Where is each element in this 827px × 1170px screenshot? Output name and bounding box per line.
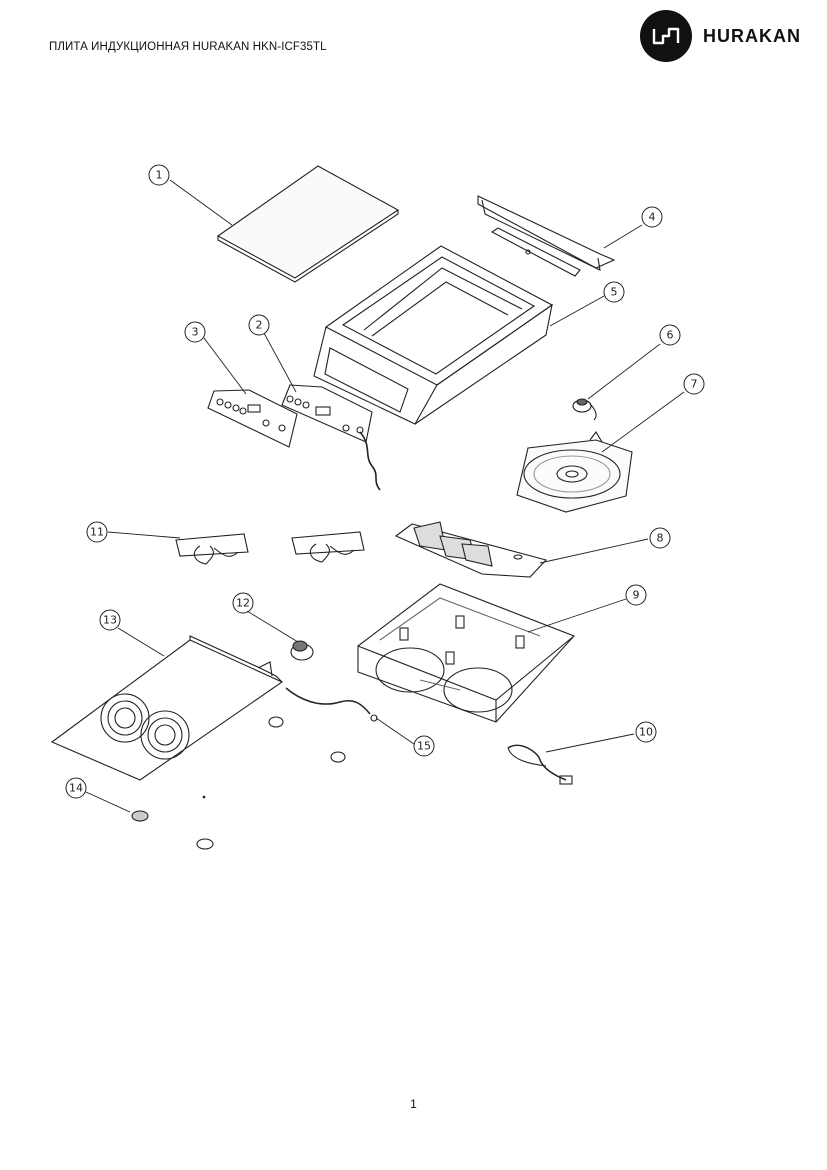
part-heatsink-plate [394, 521, 548, 578]
part-knob [290, 640, 314, 661]
part-glass-plate [216, 165, 400, 283]
part-fan-1 [175, 533, 249, 565]
callout-8: 8 [657, 532, 664, 545]
callout-6: 6 [667, 329, 674, 342]
part-chassis-base [357, 583, 575, 723]
callout-9: 9 [633, 589, 640, 602]
part-fan-2 [291, 531, 365, 563]
part-power-cord [507, 744, 573, 785]
brand-name: HURAKAN [703, 25, 801, 46]
part-feet [131, 716, 346, 850]
callout-14: 14 [69, 782, 83, 795]
callout-1: 1 [156, 169, 163, 182]
callout-13: 13 [103, 614, 117, 627]
hurakan-logo-icon [640, 10, 692, 62]
leader-lines [85, 179, 685, 813]
callout-2: 2 [256, 319, 263, 332]
callout-4: 4 [649, 211, 656, 224]
callout-7: 7 [691, 378, 698, 391]
part-housing [313, 245, 554, 425]
part-induction-coil [516, 431, 633, 513]
callout-12: 12 [236, 597, 250, 610]
page-number: 1 [410, 1097, 417, 1111]
part-control-panel-3 [207, 389, 298, 448]
part-bottom-cover [50, 635, 284, 781]
part-rail-bracket [477, 195, 616, 277]
callout-15: 15 [417, 740, 431, 753]
callout-3: 3 [192, 326, 199, 339]
part-control-panel-2 [281, 384, 381, 491]
part-temperature-sensor [572, 398, 597, 421]
document-title: ПЛИТА ИНДУКЦИОННАЯ HURAKAN HKN-ICF35TL [49, 41, 327, 53]
part-ground-cable [285, 687, 378, 722]
callout-11: 11 [90, 526, 104, 539]
callout-10: 10 [639, 726, 653, 739]
callout-5: 5 [611, 286, 618, 299]
callout-circles [65, 164, 705, 799]
brand-logo: HURAKAN [640, 10, 801, 62]
